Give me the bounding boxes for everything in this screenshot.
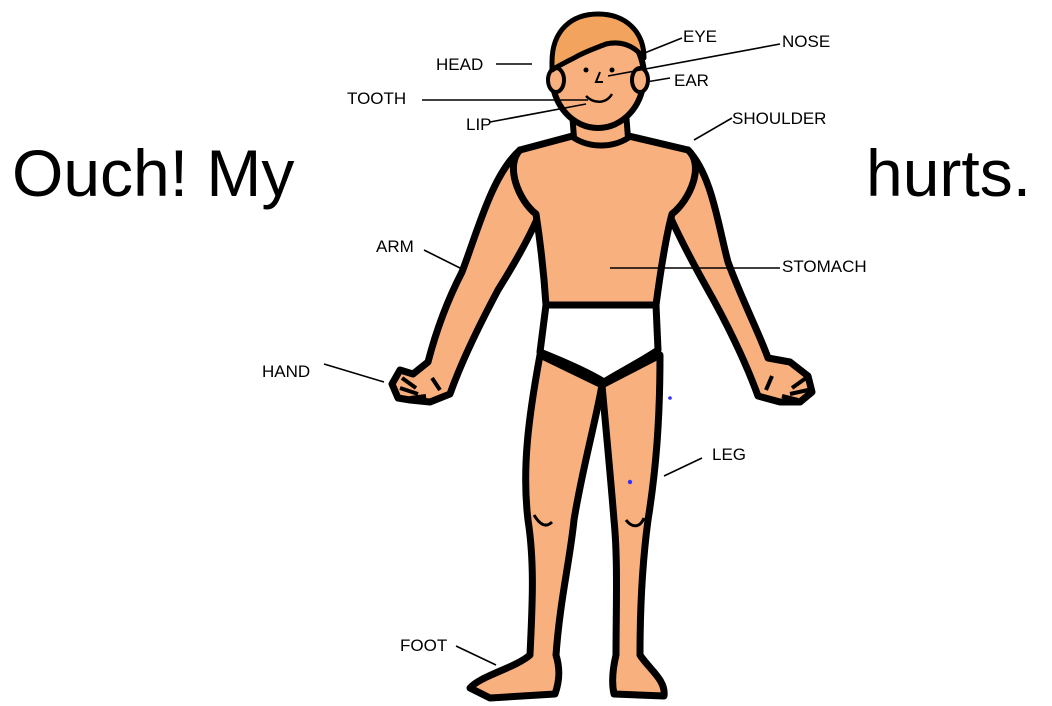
torso: [513, 134, 695, 305]
eye: [584, 68, 589, 73]
label-stomach: STOMACH: [782, 257, 867, 276]
left-leg: [470, 355, 602, 698]
label-foot: FOOT: [400, 636, 447, 655]
label-lip: LIP: [466, 115, 492, 134]
label-nose: NOSE: [782, 32, 830, 51]
label-hand: HAND: [262, 362, 310, 381]
label-leg: LEG: [712, 445, 746, 464]
label-arm: ARM: [376, 237, 414, 256]
eye: [610, 68, 615, 73]
label-ear: EAR: [674, 71, 709, 90]
label-eye: EYE: [683, 27, 717, 46]
label-shoulder: SHOULDER: [732, 109, 826, 128]
label-head: HEAD: [436, 55, 483, 74]
label-tooth: TOOTH: [347, 89, 406, 108]
